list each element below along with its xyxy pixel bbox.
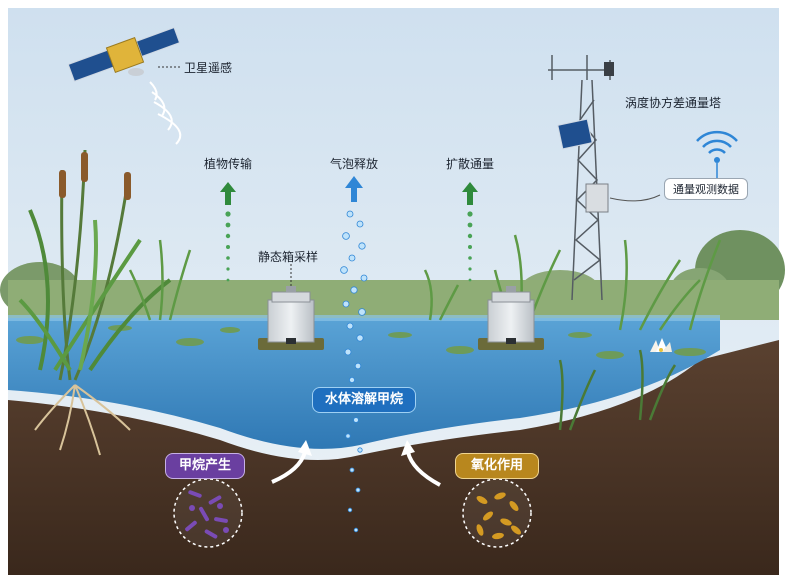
cattail-icon	[18, 149, 172, 456]
methanotroph-microbes	[462, 478, 532, 548]
datalogger-box	[585, 183, 609, 213]
plant-transport-label: 植物传输	[204, 157, 253, 171]
bubble-release-arrow	[340, 176, 368, 533]
wifi-signal-icon	[696, 130, 738, 163]
solar-panel-icon	[557, 118, 593, 150]
water-body	[8, 318, 720, 449]
static-chamber-right	[478, 286, 544, 350]
oxidation-badge: 氧化作用	[455, 453, 539, 479]
upward-flow-arrows	[271, 440, 441, 487]
diffusive-flux-label: 扩散通量	[446, 157, 495, 171]
dissolved-methane-badge: 水体溶解甲烷	[312, 387, 416, 413]
sediment-soil	[8, 340, 779, 575]
tower-data-label: 通量观测数据	[664, 178, 748, 200]
water-lily-icon	[650, 338, 672, 352]
satellite-label: 卫星遥感	[184, 61, 233, 75]
gas-analyzer	[604, 62, 614, 76]
static-chamber-label: 静态箱采样	[258, 250, 319, 264]
static-chamber-left	[258, 286, 324, 350]
methane-production-badge: 甲烷产生	[165, 453, 245, 479]
lily-pads	[16, 325, 706, 359]
methanogen-microbes	[173, 478, 243, 548]
tower-label: 涡度协方差通量塔	[625, 96, 722, 110]
diffusive-flux-arrow	[462, 182, 478, 282]
bubble-release-label: 气泡释放	[330, 157, 379, 171]
satellite-icon	[67, 27, 182, 145]
plant-transport-arrow	[220, 182, 236, 282]
